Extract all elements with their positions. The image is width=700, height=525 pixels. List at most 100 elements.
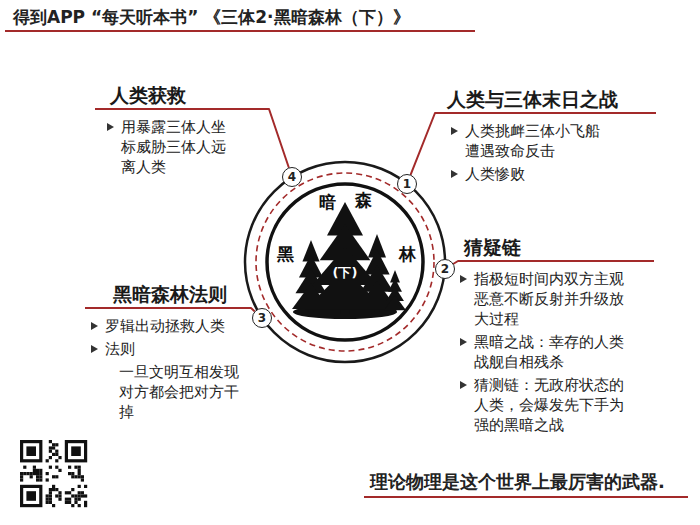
qr-module xyxy=(78,485,81,488)
qr-module xyxy=(55,466,58,469)
qr-module xyxy=(23,472,26,475)
qr-module xyxy=(55,488,58,491)
qr-module xyxy=(46,494,49,497)
topic-section: 黑暗森林法则罗辑出动拯救人类法则一旦文明互相发现对方都会把对方干掉 xyxy=(85,282,251,422)
emblem-character: 黑 xyxy=(277,246,294,263)
callout-number-circle: 1 xyxy=(397,174,417,194)
qr-module xyxy=(78,498,81,501)
qr-module xyxy=(30,472,33,475)
qr-module xyxy=(78,504,81,507)
qr-finder-core xyxy=(26,491,36,501)
qr-module xyxy=(55,453,58,456)
callout-number: 1 xyxy=(403,178,411,190)
qr-module xyxy=(68,472,71,475)
qr-module xyxy=(33,472,36,475)
qr-module xyxy=(58,491,61,494)
bullet-text: 猜测链：无政府状态的人类，会爆发先下手为强的黑暗之战 xyxy=(460,375,626,435)
callout-number: 4 xyxy=(288,171,296,183)
qr-module xyxy=(49,440,52,443)
qr-module xyxy=(46,478,49,481)
dashed-ring xyxy=(256,173,434,351)
qr-module xyxy=(78,472,81,475)
qr-module xyxy=(49,498,52,501)
qr-module xyxy=(52,453,55,456)
qr-module xyxy=(78,491,81,494)
callout-number-circle: 3 xyxy=(252,308,272,328)
qr-module xyxy=(58,469,61,472)
callout-number: 2 xyxy=(441,263,449,275)
center-emblem-circle: 黑暗森林(下) xyxy=(245,162,445,362)
qr-module xyxy=(71,488,74,491)
qr-module xyxy=(52,504,55,507)
bullet-text: 人类挑衅三体小飞船遭遇致命反击 xyxy=(451,121,602,161)
emblem-character: (下) xyxy=(333,266,358,279)
qr-module xyxy=(58,494,61,497)
topic-section: 猜疑链指极短时间内双方主观恶意不断反射并升级放大过程黑暗之战：幸存的人类战舰自相… xyxy=(458,235,654,435)
qr-module xyxy=(74,498,77,501)
section-heading: 黑暗森林法则 xyxy=(85,282,251,309)
qr-module xyxy=(39,475,42,478)
qr-module xyxy=(84,504,87,507)
qr-finder-core xyxy=(71,446,81,456)
qr-module xyxy=(74,494,77,497)
qr-module xyxy=(46,501,49,504)
qr-module xyxy=(49,491,52,494)
bullet-text: 罗辑出动拯救人类 xyxy=(91,316,242,336)
qr-module xyxy=(81,478,84,481)
qr-module xyxy=(84,501,87,504)
qr-module xyxy=(68,491,71,494)
qr-finder-core xyxy=(26,446,36,456)
qr-module xyxy=(39,469,42,472)
section-heading: 人类获救 xyxy=(95,83,269,110)
qr-module xyxy=(78,494,81,497)
qr-module xyxy=(71,472,74,475)
qr-module xyxy=(81,475,84,478)
bullet-text: 用暴露三体人坐标威胁三体人远离人类 xyxy=(107,117,228,177)
qr-module xyxy=(49,466,52,469)
qr-module xyxy=(78,469,81,472)
qr-module xyxy=(58,498,61,501)
qr-module xyxy=(65,498,68,501)
qr-module xyxy=(78,475,81,478)
outer-ring xyxy=(245,162,445,362)
qr-module xyxy=(39,472,42,475)
topic-section: 人类获救用暴露三体人坐标威胁三体人远离人类 xyxy=(95,83,269,177)
qr-module xyxy=(46,459,49,462)
qr-module xyxy=(68,498,71,501)
qr-module xyxy=(68,501,71,504)
qr-module xyxy=(68,466,71,469)
qr-module xyxy=(49,456,52,459)
qr-module xyxy=(71,494,74,497)
emblem-character: 暗 xyxy=(319,194,336,211)
qr-module xyxy=(71,504,74,507)
qr-module xyxy=(52,446,55,449)
leader-connector xyxy=(411,113,435,174)
qr-module xyxy=(74,501,77,504)
qr-module xyxy=(74,466,77,469)
qr-module xyxy=(20,472,23,475)
bullet-text: 黑暗之战：幸存的人类战舰自相残杀 xyxy=(460,332,626,372)
qr-module xyxy=(52,488,55,491)
qr-module xyxy=(78,466,81,469)
qr-finder xyxy=(22,486,41,505)
pine-tree xyxy=(305,202,385,314)
bullet-text: 人类惨败 xyxy=(451,164,602,184)
bullet-text: 指极短时间内双方主观恶意不断反射并升级放大过程 xyxy=(460,269,626,329)
qr-module xyxy=(74,475,77,478)
qr-module xyxy=(49,501,52,504)
qr-module xyxy=(33,466,36,469)
page-title: 得到APP “每天听本书” 《三体2·黑暗森林（下）》 xyxy=(5,6,475,32)
qr-module xyxy=(81,494,84,497)
qr-module xyxy=(33,469,36,472)
qr-module xyxy=(65,501,68,504)
qr-module xyxy=(49,488,52,491)
qr-module xyxy=(71,475,74,478)
qr-finder xyxy=(22,442,41,461)
qr-module xyxy=(20,475,23,478)
emblem-character: 森 xyxy=(355,192,372,209)
qr-module xyxy=(52,475,55,478)
qr-module xyxy=(46,472,49,475)
qr-module xyxy=(52,443,55,446)
qr-module xyxy=(81,491,84,494)
